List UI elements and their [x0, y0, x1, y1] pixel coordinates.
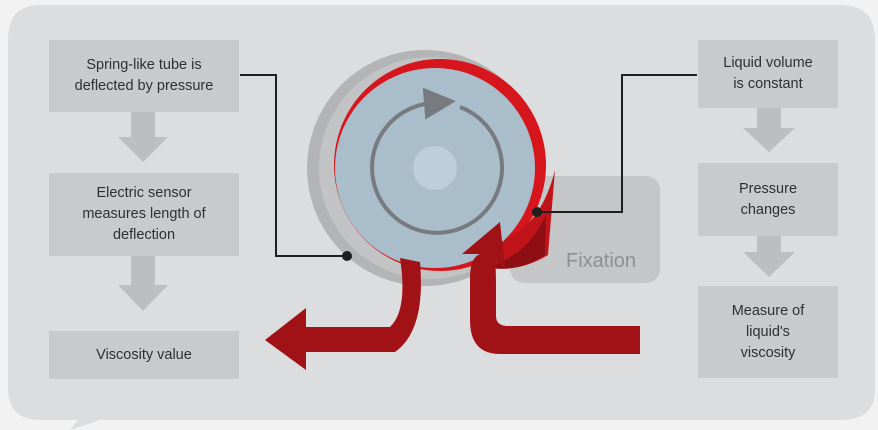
step-box-right-2: Pressure changes: [698, 163, 838, 236]
step-box-right-3: Measure of liquid's viscosity: [698, 286, 838, 378]
fixation-label: Fixation: [566, 250, 637, 272]
down-arrow-left-2: [118, 256, 168, 311]
down-arrow-right-2: [743, 236, 795, 277]
step-box-left-1: Spring-like tube is deflected by pressur…: [49, 40, 239, 112]
step-box-left-2: Electric sensor measures length of defle…: [49, 173, 239, 256]
step-box-right-1: Liquid volume is constant: [698, 40, 838, 108]
connector-line-left: [240, 74, 347, 257]
down-arrow-left-1: [118, 112, 168, 162]
connector-dot-right: [532, 207, 542, 217]
connector-dot-left: [342, 251, 352, 261]
step-box-left-3: Viscosity value: [49, 331, 239, 379]
outflow-arrow: [265, 258, 421, 370]
connector-line-right: [537, 74, 697, 213]
rotation-arrow: [370, 87, 505, 235]
drum-center: [413, 146, 457, 190]
down-arrow-right-1: [743, 108, 795, 152]
spring-tube-tail-dark: [492, 215, 546, 269]
inflow-arrow: [462, 222, 640, 354]
